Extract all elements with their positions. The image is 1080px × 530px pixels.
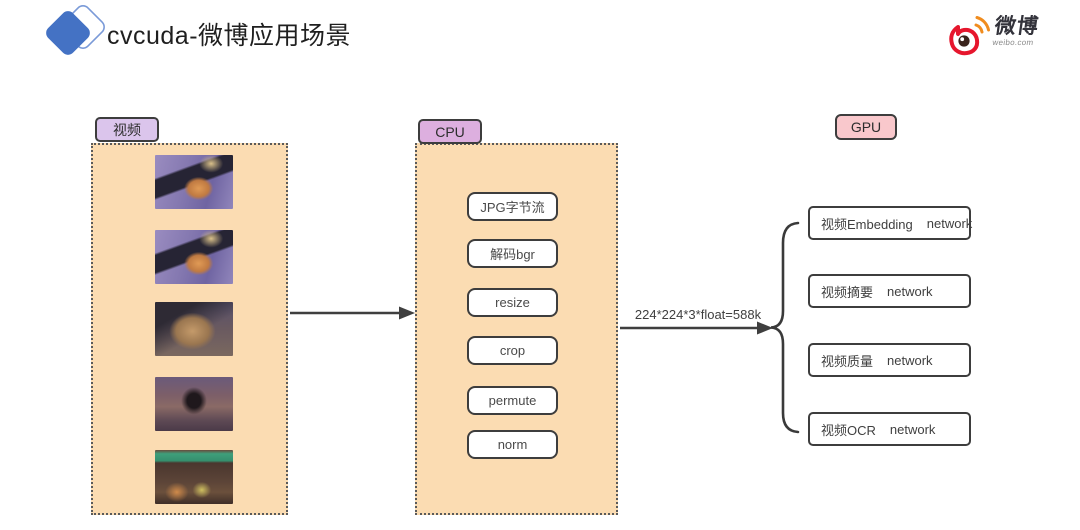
arrowhead-cpu-to-gpu bbox=[757, 321, 773, 335]
weibo-domain: weibo.com bbox=[991, 38, 1035, 47]
network-type: network bbox=[887, 352, 933, 368]
network-video-summary: 视频摘要 network bbox=[808, 274, 971, 308]
video-frame-3 bbox=[155, 302, 233, 356]
network-video-quality: 视频质量 network bbox=[808, 343, 971, 377]
video-frame-4 bbox=[155, 377, 233, 431]
brace-gpu-networks bbox=[770, 221, 800, 434]
network-name: 视频OCR bbox=[821, 422, 876, 438]
weibo-logo: 微博 weibo.com bbox=[948, 13, 1058, 61]
cpu-panel-label: CPU bbox=[418, 119, 482, 144]
network-type: network bbox=[926, 215, 973, 231]
cpu-step-norm: norm bbox=[467, 430, 558, 459]
video-frame-2 bbox=[155, 230, 233, 284]
network-name: 视频摘要 bbox=[821, 284, 874, 300]
network-video-ocr: 视频OCR network bbox=[808, 412, 971, 446]
cpu-step-decode-bgr: 解码bgr bbox=[467, 239, 558, 268]
blue-diamond-logo bbox=[46, 5, 105, 55]
gpu-label: GPU bbox=[835, 114, 897, 140]
cpu-step-resize: resize bbox=[467, 288, 558, 317]
video-panel-label: 视频 bbox=[95, 117, 159, 142]
weibo-name: 微博 bbox=[993, 15, 1041, 38]
network-name: 视频质量 bbox=[821, 353, 874, 369]
cpu-step-crop: crop bbox=[467, 336, 558, 365]
network-type: network bbox=[889, 421, 936, 437]
network-name: 视频Embedding bbox=[821, 216, 913, 232]
video-frame-1 bbox=[155, 155, 233, 209]
weibo-wordmark: 微博 weibo.com bbox=[991, 15, 1041, 47]
transfer-size-label: 224*224*3*float=588k bbox=[634, 307, 762, 322]
network-video-embedding: 视频Embedding network bbox=[808, 206, 973, 240]
weibo-eye-icon bbox=[949, 16, 990, 56]
page-title: cvcuda-微博应用场景 bbox=[107, 22, 352, 50]
network-type: network bbox=[887, 283, 933, 299]
video-frame-5 bbox=[155, 450, 233, 504]
cpu-step-jpg-bytestream: JPG字节流 bbox=[467, 192, 558, 221]
arrowhead-video-to-cpu bbox=[399, 306, 415, 320]
cpu-step-permute: permute bbox=[467, 386, 558, 415]
